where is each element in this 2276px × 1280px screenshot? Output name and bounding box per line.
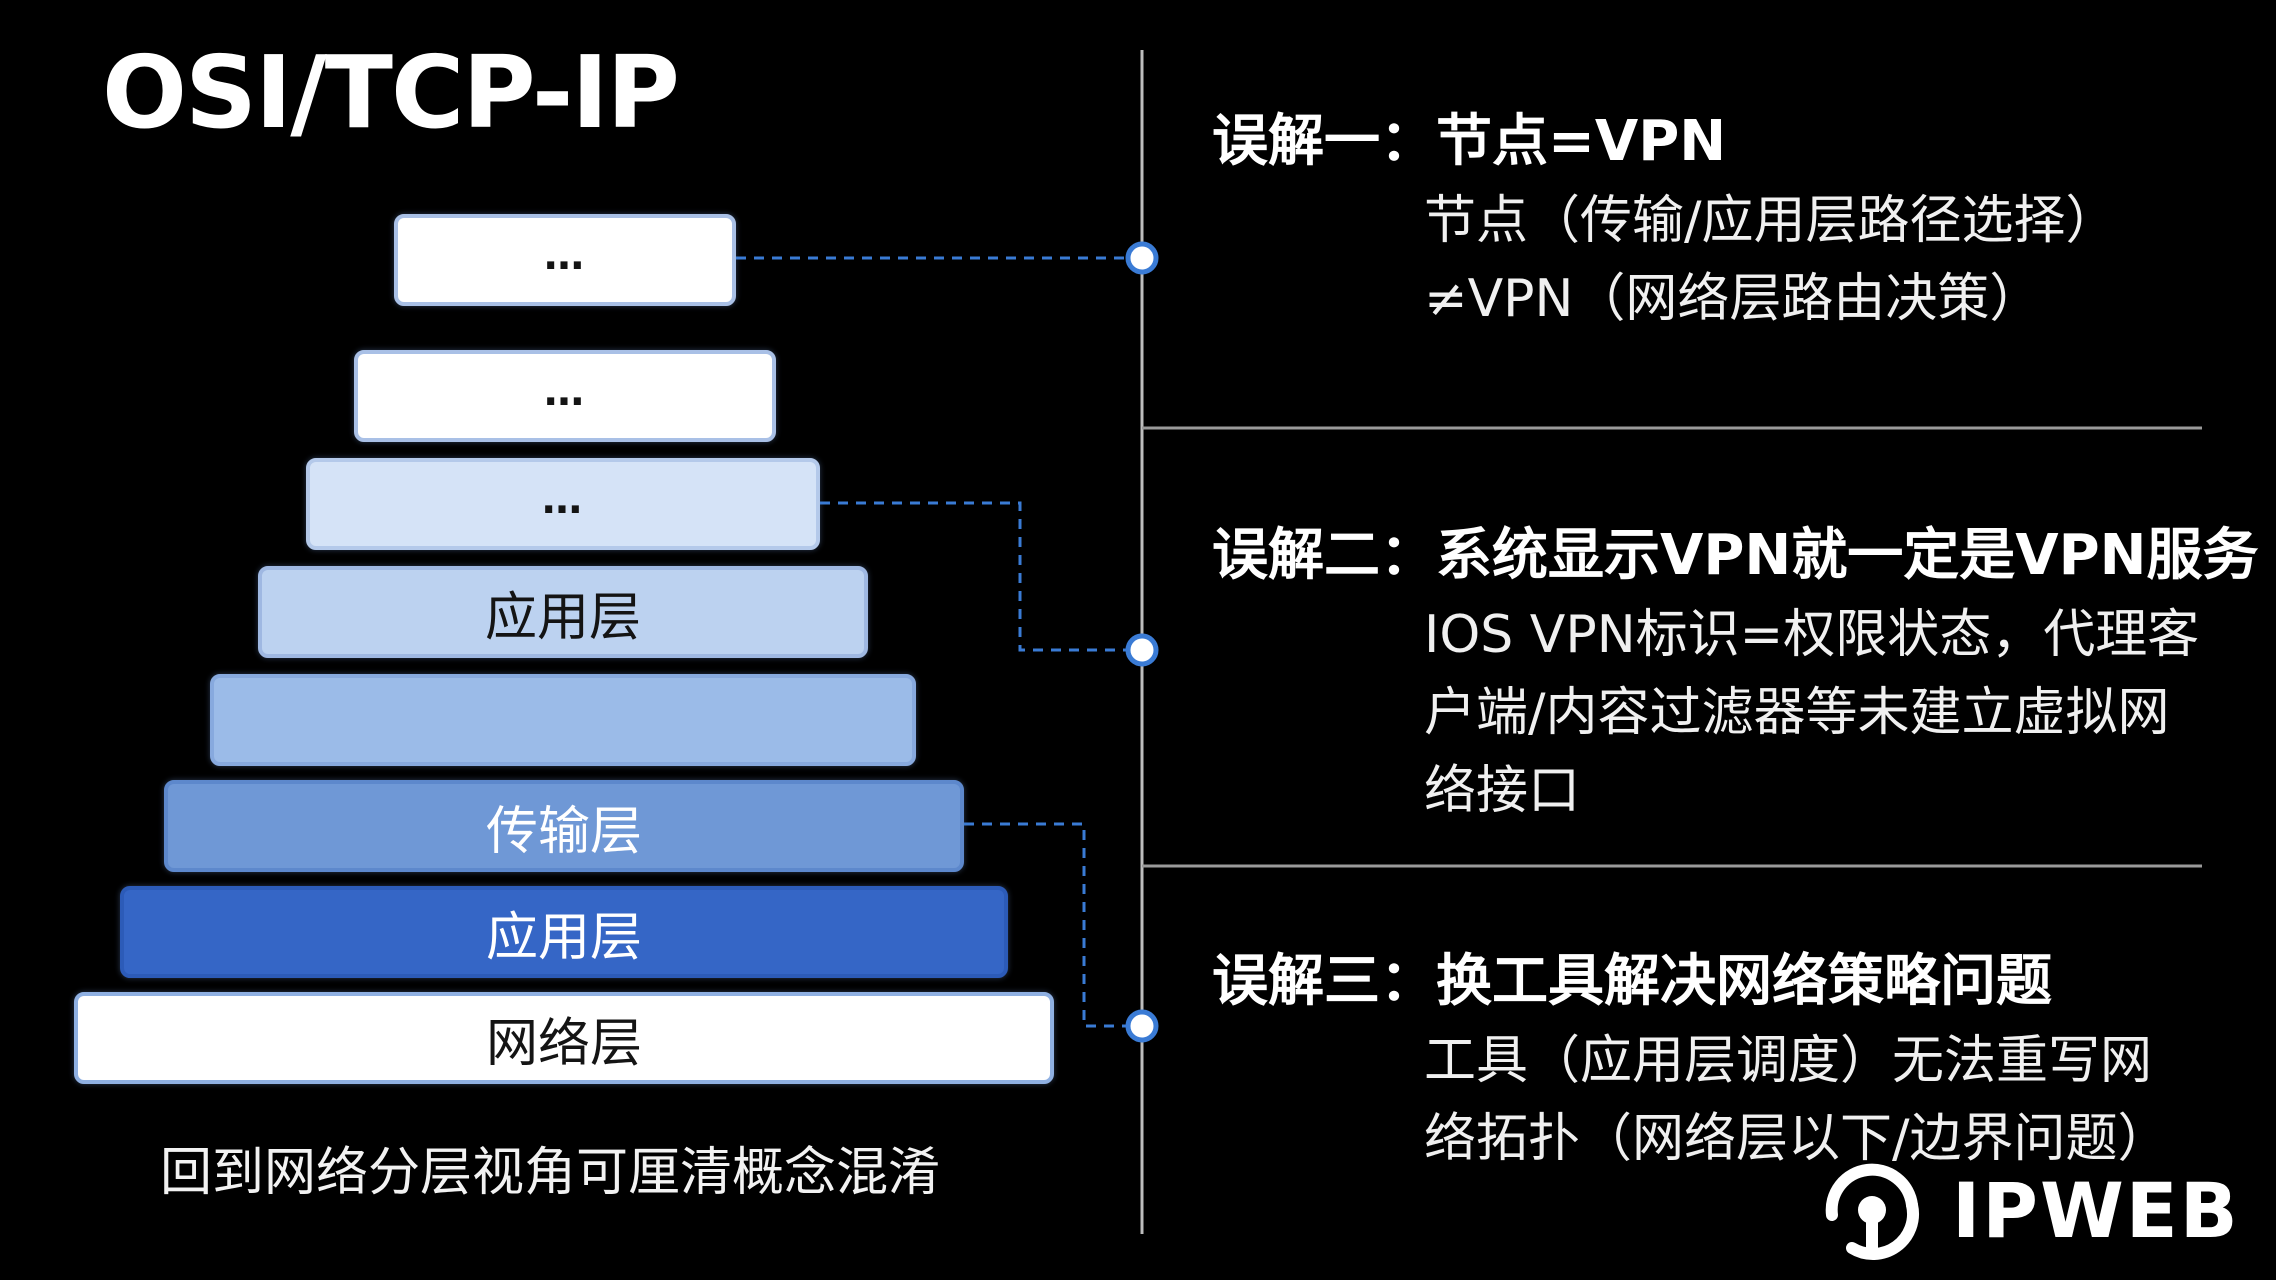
pyramid-layer-4: 应用层 xyxy=(258,566,868,658)
node-dot-1 xyxy=(1125,241,1159,275)
page-title: OSI/TCP-IP xyxy=(102,34,680,151)
ipweb-logo-icon xyxy=(1825,1163,1919,1260)
misconception-2-line-2: 户端/内容过滤器等未建立虚拟网 xyxy=(1424,683,2170,743)
misconception-1-line-2: ≠VPN（网络层路由决策） xyxy=(1424,269,2042,329)
misconception-3-line-1: 工具（应用层调度）无法重写网 xyxy=(1424,1031,2153,1091)
pyramid-caption: 回到网络分层视角可厘清概念混淆 xyxy=(160,1143,941,1203)
connector-2 xyxy=(820,501,1130,652)
misconception-2-line-1: IOS VPN标识=权限状态，代理客 xyxy=(1424,605,2200,665)
pyramid-layer-8: 网络层 xyxy=(74,992,1054,1084)
misconception-1-heading: 误解一：节点=VPN xyxy=(1212,109,1727,174)
misconception-3-heading: 误解三：换工具解决网络策略问题 xyxy=(1212,949,2052,1014)
pyramid-layer-6: 传输层 xyxy=(164,780,964,872)
misconception-2-heading: 误解二：系统显示VPN就一定是VPN服务 xyxy=(1212,523,2259,588)
pyramid-layer-2: … xyxy=(354,350,776,442)
pyramid-layer-1: … xyxy=(394,214,736,306)
brand-logo: IPWEB xyxy=(1812,1160,2240,1260)
pyramid-layer-5 xyxy=(210,674,916,766)
misconception-2-line-3: 络接口 xyxy=(1424,761,1581,821)
node-dot-2 xyxy=(1125,633,1159,667)
logo-text: IPWEB xyxy=(1952,1165,2240,1255)
node-dot-3 xyxy=(1125,1009,1159,1043)
misconception-1-line-1: 节点（传输/应用层路径选择） xyxy=(1424,191,2118,251)
pyramid-layer-7: 应用层 xyxy=(120,886,1008,978)
misconception-3-line-2: 络拓扑（网络层以下/边界问题） xyxy=(1424,1109,2170,1169)
pyramid-layer-3: … xyxy=(306,458,820,550)
connector-3 xyxy=(964,822,1130,1028)
